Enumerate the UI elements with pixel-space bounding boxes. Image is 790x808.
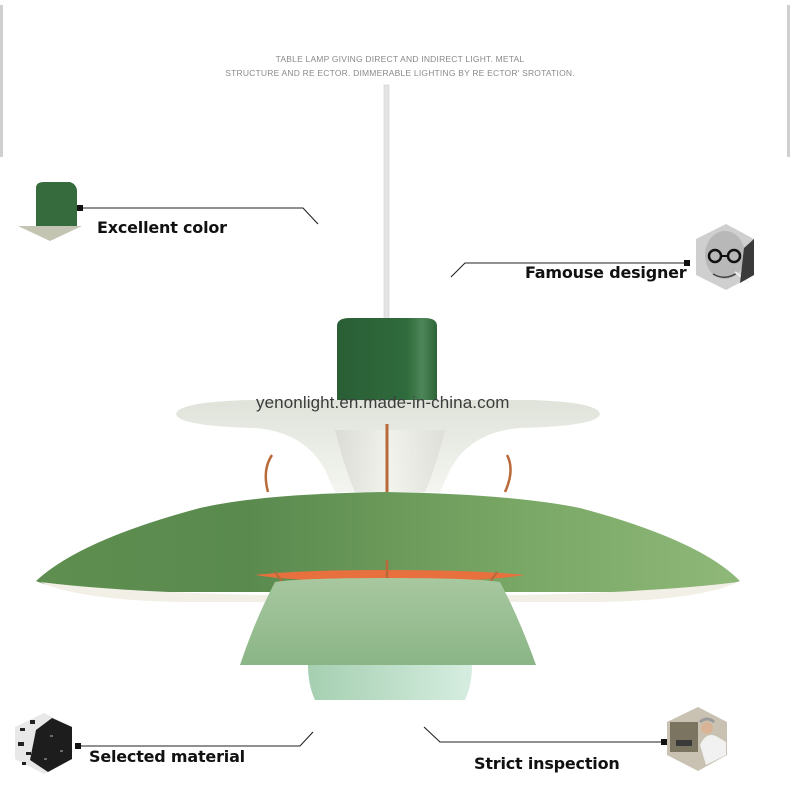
designer-portrait-icon [696, 224, 754, 290]
lab-inspection-icon [667, 707, 727, 771]
lower-green-shade [240, 578, 536, 665]
outer-green-shade [36, 492, 740, 592]
watermark-text: yenonlight.en.made-in-china.com [256, 393, 510, 412]
product-caption-line-2: STRUCTURE AND RE ECTOR. DIMMERABLE LIGHT… [225, 68, 575, 78]
feature-label-strict-inspection: Strict inspection [474, 754, 620, 773]
right-edge-bar [787, 5, 790, 157]
product-caption-line-1: TABLE LAMP GIVING DIRECT AND INDIRECT LI… [275, 54, 525, 64]
bottom-mint-shade [308, 665, 472, 700]
feature-label-excellent-color: Excellent color [97, 218, 227, 237]
material-granules-icon [15, 713, 72, 774]
feature-label-famous-designer: Famouse designer [525, 263, 687, 282]
left-edge-bar [0, 5, 3, 157]
leader-lines [78, 207, 687, 747]
mini-lamp-icon [18, 182, 82, 241]
feature-label-selected-material: Selected material [89, 747, 245, 766]
power-cord [383, 84, 390, 322]
green-canopy [337, 318, 437, 400]
